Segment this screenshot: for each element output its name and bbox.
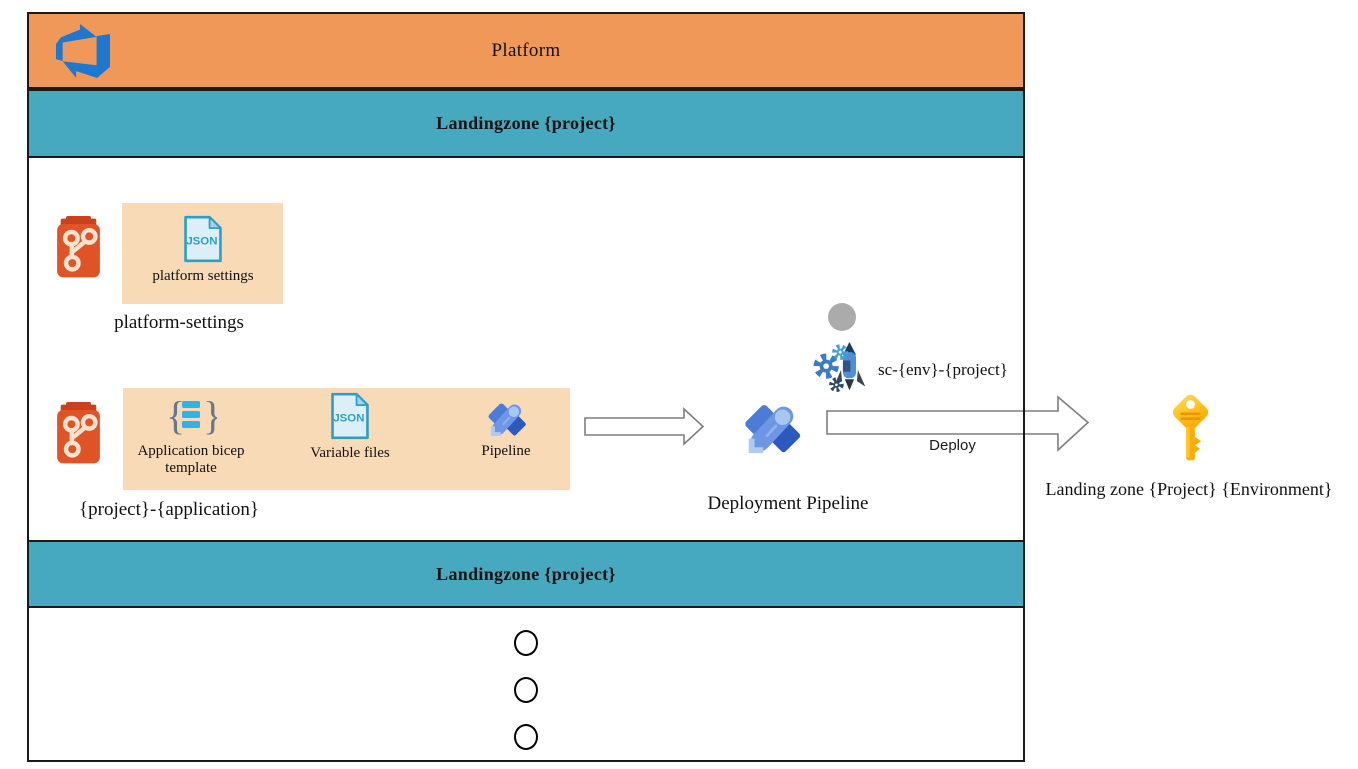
platform-settings-box: JSON platform settings — [122, 203, 283, 304]
git-repo-icon — [57, 401, 100, 464]
landingzone-banner-top: Landingzone {project} — [27, 89, 1025, 158]
variable-files-item: JSON Variable files — [285, 392, 415, 462]
service-connection-icon — [813, 341, 866, 393]
platform-settings-file: JSON platform settings — [138, 215, 268, 285]
key-icon — [1172, 394, 1209, 461]
svg-text:{: { — [166, 396, 185, 438]
deploy-arrow — [826, 395, 1090, 452]
ellipsis-circle — [514, 724, 538, 750]
json-file-icon-text: JSON — [333, 412, 364, 424]
platform-banner: Platform — [27, 12, 1025, 89]
platform-settings-file-label: platform settings — [152, 268, 254, 284]
pipeline-item: Pipeline — [451, 396, 561, 460]
service-connection-label: sc-{env}-{project} — [878, 360, 1008, 379]
bicep-template-icon: { } — [166, 396, 217, 438]
json-file-icon: JSON — [184, 215, 222, 263]
json-file-icon-text: JSON — [186, 235, 217, 247]
deployment-pipeline-label: Deployment Pipeline — [707, 493, 869, 514]
json-file-icon: JSON — [331, 392, 369, 440]
landingzone-bottom-title: Landingzone {project} — [436, 563, 616, 584]
application-bicep-template-label: Application bicep template — [137, 443, 245, 477]
deploy-arrow-label: Deploy — [929, 437, 976, 454]
status-dot — [828, 303, 856, 331]
platform-banner-title: Platform — [491, 39, 561, 61]
landingzone-top-title: Landingzone {project} — [436, 113, 616, 133]
repo-project-application-label: {project}-{application} — [79, 499, 259, 520]
svg-text:}: } — [203, 396, 217, 438]
ellipsis-circle — [514, 630, 538, 656]
flow-arrow — [584, 407, 705, 446]
pipeline-label: Pipeline — [481, 443, 531, 459]
git-repo-icon — [57, 215, 100, 278]
azure-devops-icon — [56, 24, 110, 78]
project-application-box: { } Application bicep template JSON Vari… — [123, 388, 570, 490]
landing-zone-label: Landing zone {Project} {Environment} — [1045, 479, 1333, 499]
ellipsis-circle — [514, 677, 538, 703]
landingzone-banner-bottom: Landingzone {project} — [27, 540, 1025, 608]
deployment-pipeline-icon — [745, 405, 801, 454]
variable-files-label: Variable files — [310, 445, 390, 461]
repo-platform-settings-label: platform-settings — [114, 312, 244, 333]
application-bicep-template-item: { } Application bicep template — [125, 396, 257, 478]
pipeline-rocket-icon — [488, 403, 526, 437]
